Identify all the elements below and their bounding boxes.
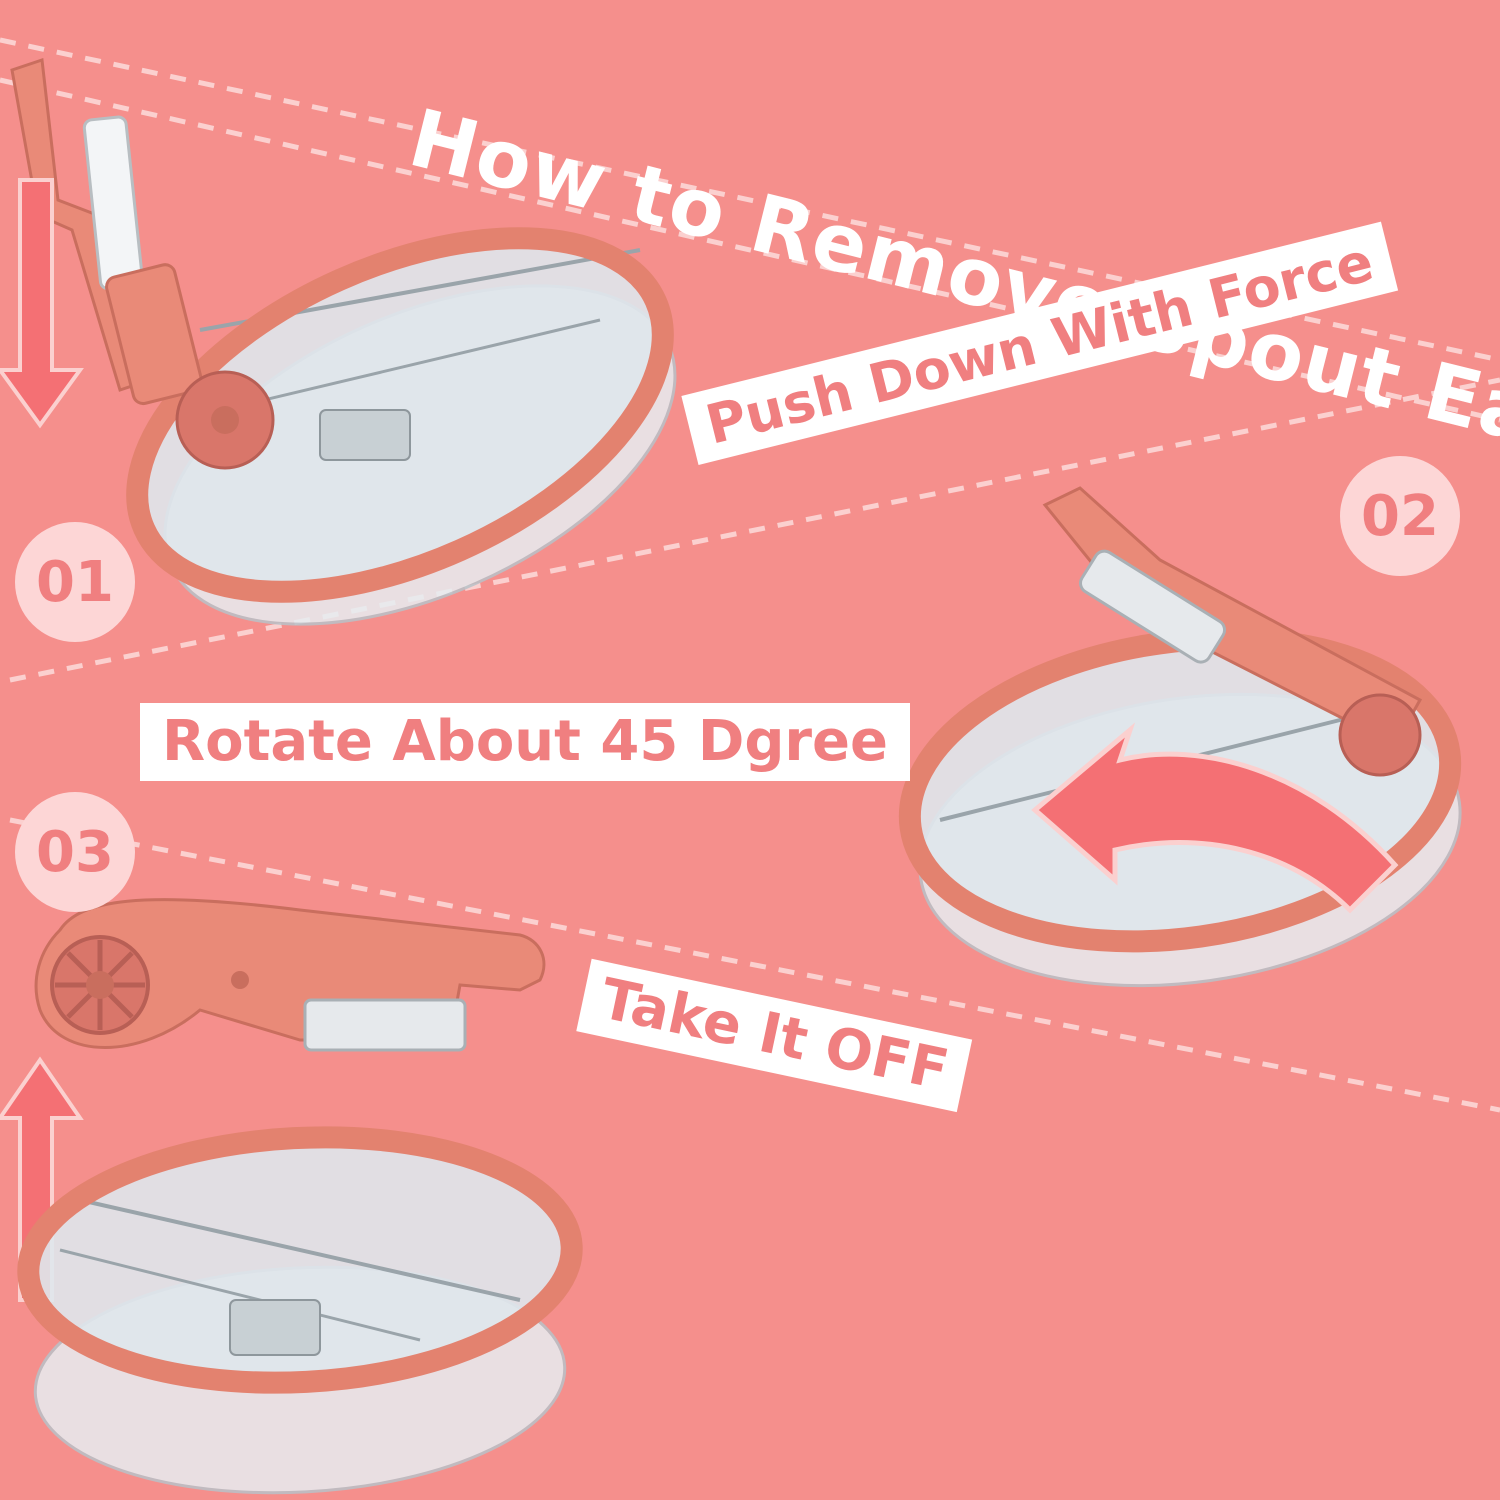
spout-step-2 (1042, 486, 1423, 777)
step-2-badge: 02 (1340, 456, 1460, 576)
arrow-down-icon (0, 178, 84, 429)
lid-step-3 (17, 1126, 583, 1495)
divider-line (0, 77, 1500, 423)
divider-line (9, 377, 1500, 683)
step-3-badge: 03 (15, 792, 135, 912)
curved-arrow-left-icon (1031, 722, 1399, 914)
step-1-badge: 01 (15, 522, 135, 642)
step-2-instruction: Rotate About 45 Dgree (140, 703, 911, 781)
spout-step-1 (10, 57, 275, 470)
spout-step-3 (34, 898, 546, 1052)
lid-step-1 (126, 227, 677, 626)
divider-line (9, 817, 1500, 1113)
